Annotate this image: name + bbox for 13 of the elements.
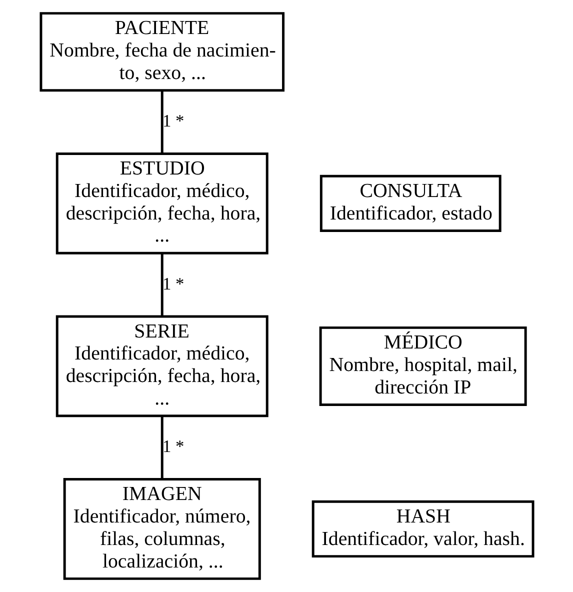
node-box: MÉDICO Nombre, hospital, mail, dirección IP <box>318 326 526 406</box>
edge-label: 1 * <box>162 437 184 456</box>
connector <box>160 416 163 479</box>
connector <box>160 90 163 154</box>
connector <box>160 253 163 316</box>
node-box: PACIENTE Nombre, fecha de nacimien-to, sexo, ... <box>39 12 284 92</box>
node-box: CONSULTA Identificador, estado <box>319 174 501 232</box>
node-box: SERIE Identificador, médico, descripción, fecha, hora, ... <box>55 315 268 418</box>
edge-label: 1 * <box>162 274 184 294</box>
node-box: ESTUDIO Identificador, médico, descripción, fecha, hora, ... <box>55 152 268 254</box>
node-box: IMAGEN Identificador, número, filas, columnas, localización, ... <box>62 478 260 580</box>
node-box: HASH Identificador, valor, hash. <box>311 500 534 558</box>
edge-label: 1 * <box>162 112 184 131</box>
